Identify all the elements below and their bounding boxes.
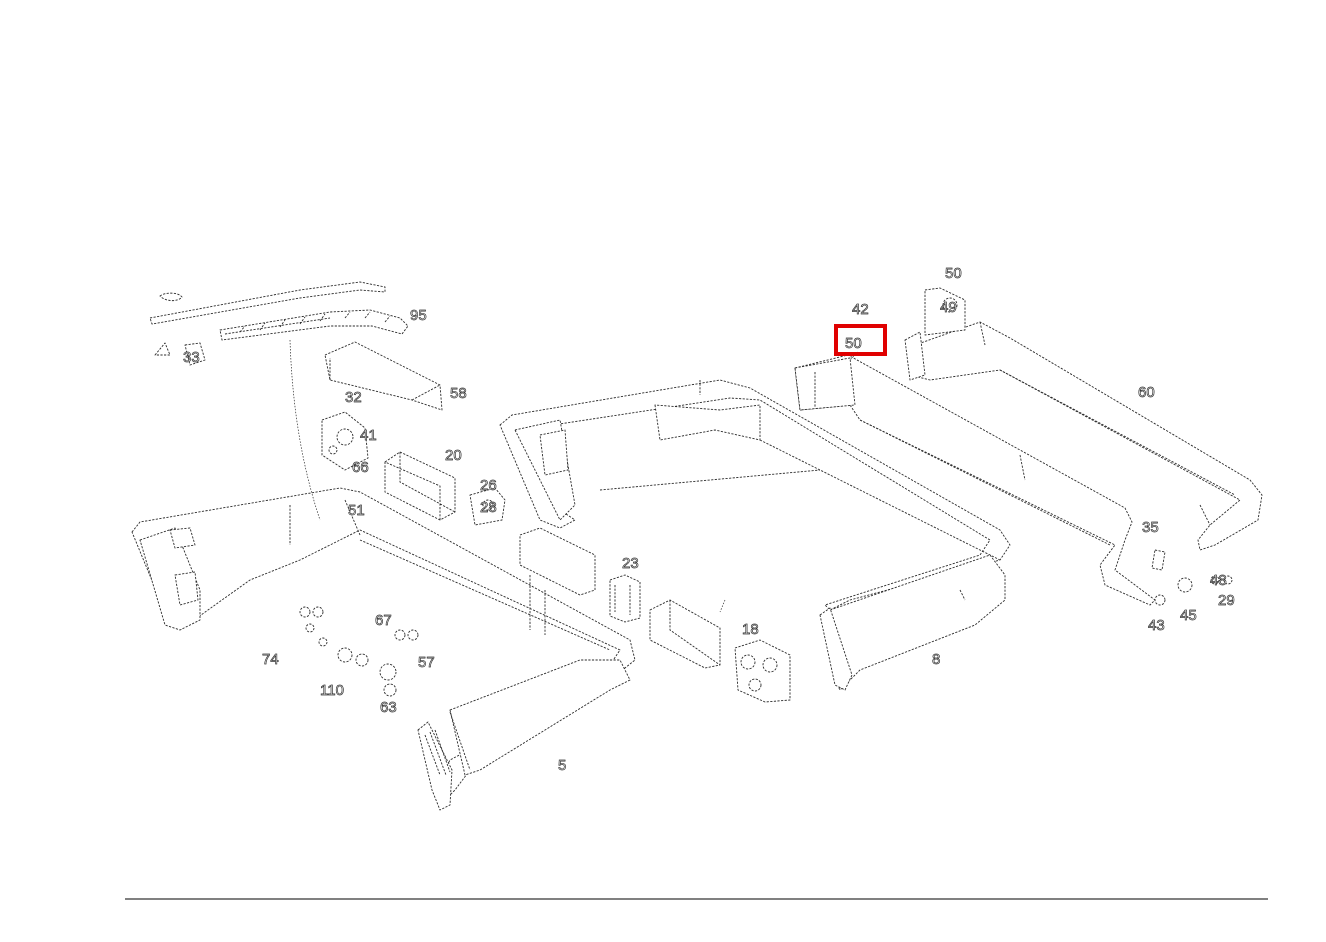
callout-57: 57 [418, 654, 435, 671]
side-latch [904, 331, 926, 381]
left-bumper-shell [131, 487, 636, 801]
callout-66: 66 [352, 459, 369, 476]
hardware-cluster-left [299, 606, 419, 697]
rear-right-member-60 [909, 321, 1263, 551]
beam-insert-block [794, 357, 856, 411]
callout-110: 110 [320, 682, 344, 699]
block-20 [384, 451, 456, 521]
clip-bracket-left [154, 342, 206, 366]
callout-50-highlighted: 50 [845, 335, 862, 352]
trim-strip-lower [219, 309, 409, 341]
callout-26: 26 [480, 477, 497, 494]
callout-49-top: 49 [940, 299, 957, 316]
mount-plate-58 [324, 341, 443, 411]
callout-45: 45 [1180, 607, 1197, 624]
callout-42-top: 42 [852, 301, 869, 318]
callout-33: 33 [183, 349, 200, 366]
right-bumper-center [819, 554, 1006, 691]
reflector-cluster [734, 639, 791, 703]
callout-8: 8 [932, 651, 940, 668]
fastener-26 [469, 487, 506, 526]
callout-20: 20 [445, 447, 462, 464]
callout-labels: 50 49 42 50 60 58 95 33 41 32 66 51 20 2… [183, 265, 1235, 775]
callout-63: 63 [380, 699, 397, 716]
callout-48: 48 [1210, 572, 1227, 589]
callout-58: 58 [450, 385, 467, 402]
callout-95: 95 [410, 307, 427, 324]
callout-41: 41 [360, 427, 377, 444]
callout-43: 43 [1148, 617, 1165, 634]
callout-60: 60 [1138, 384, 1155, 401]
callout-29: 29 [1218, 592, 1235, 609]
center-rear-member [499, 379, 1011, 611]
mount-tower-49 [924, 287, 966, 336]
callout-5: 5 [558, 757, 566, 774]
leader-lines [289, 339, 859, 613]
center-left-insert [514, 419, 576, 521]
trim-strip-upper [149, 281, 386, 325]
callout-67: 67 [375, 612, 392, 629]
callout-50-top: 50 [945, 265, 962, 282]
left-bumper-inner-face [449, 659, 631, 776]
callout-51: 51 [348, 502, 365, 519]
housing-18 [649, 599, 721, 669]
callout-32: 32 [345, 389, 362, 406]
callout-35: 35 [1142, 519, 1159, 536]
left-corner-grille [417, 721, 453, 811]
callout-23: 23 [622, 555, 639, 572]
callout-28: 28 [480, 499, 497, 516]
connector-block-23 [519, 527, 641, 623]
bracket-41 [321, 411, 369, 471]
callout-highlight-box [834, 324, 887, 356]
callout-18: 18 [742, 621, 759, 638]
callout-74: 74 [262, 651, 279, 668]
left-bumper-end-cap [139, 527, 201, 631]
hardware-cluster-right [1151, 549, 1233, 606]
